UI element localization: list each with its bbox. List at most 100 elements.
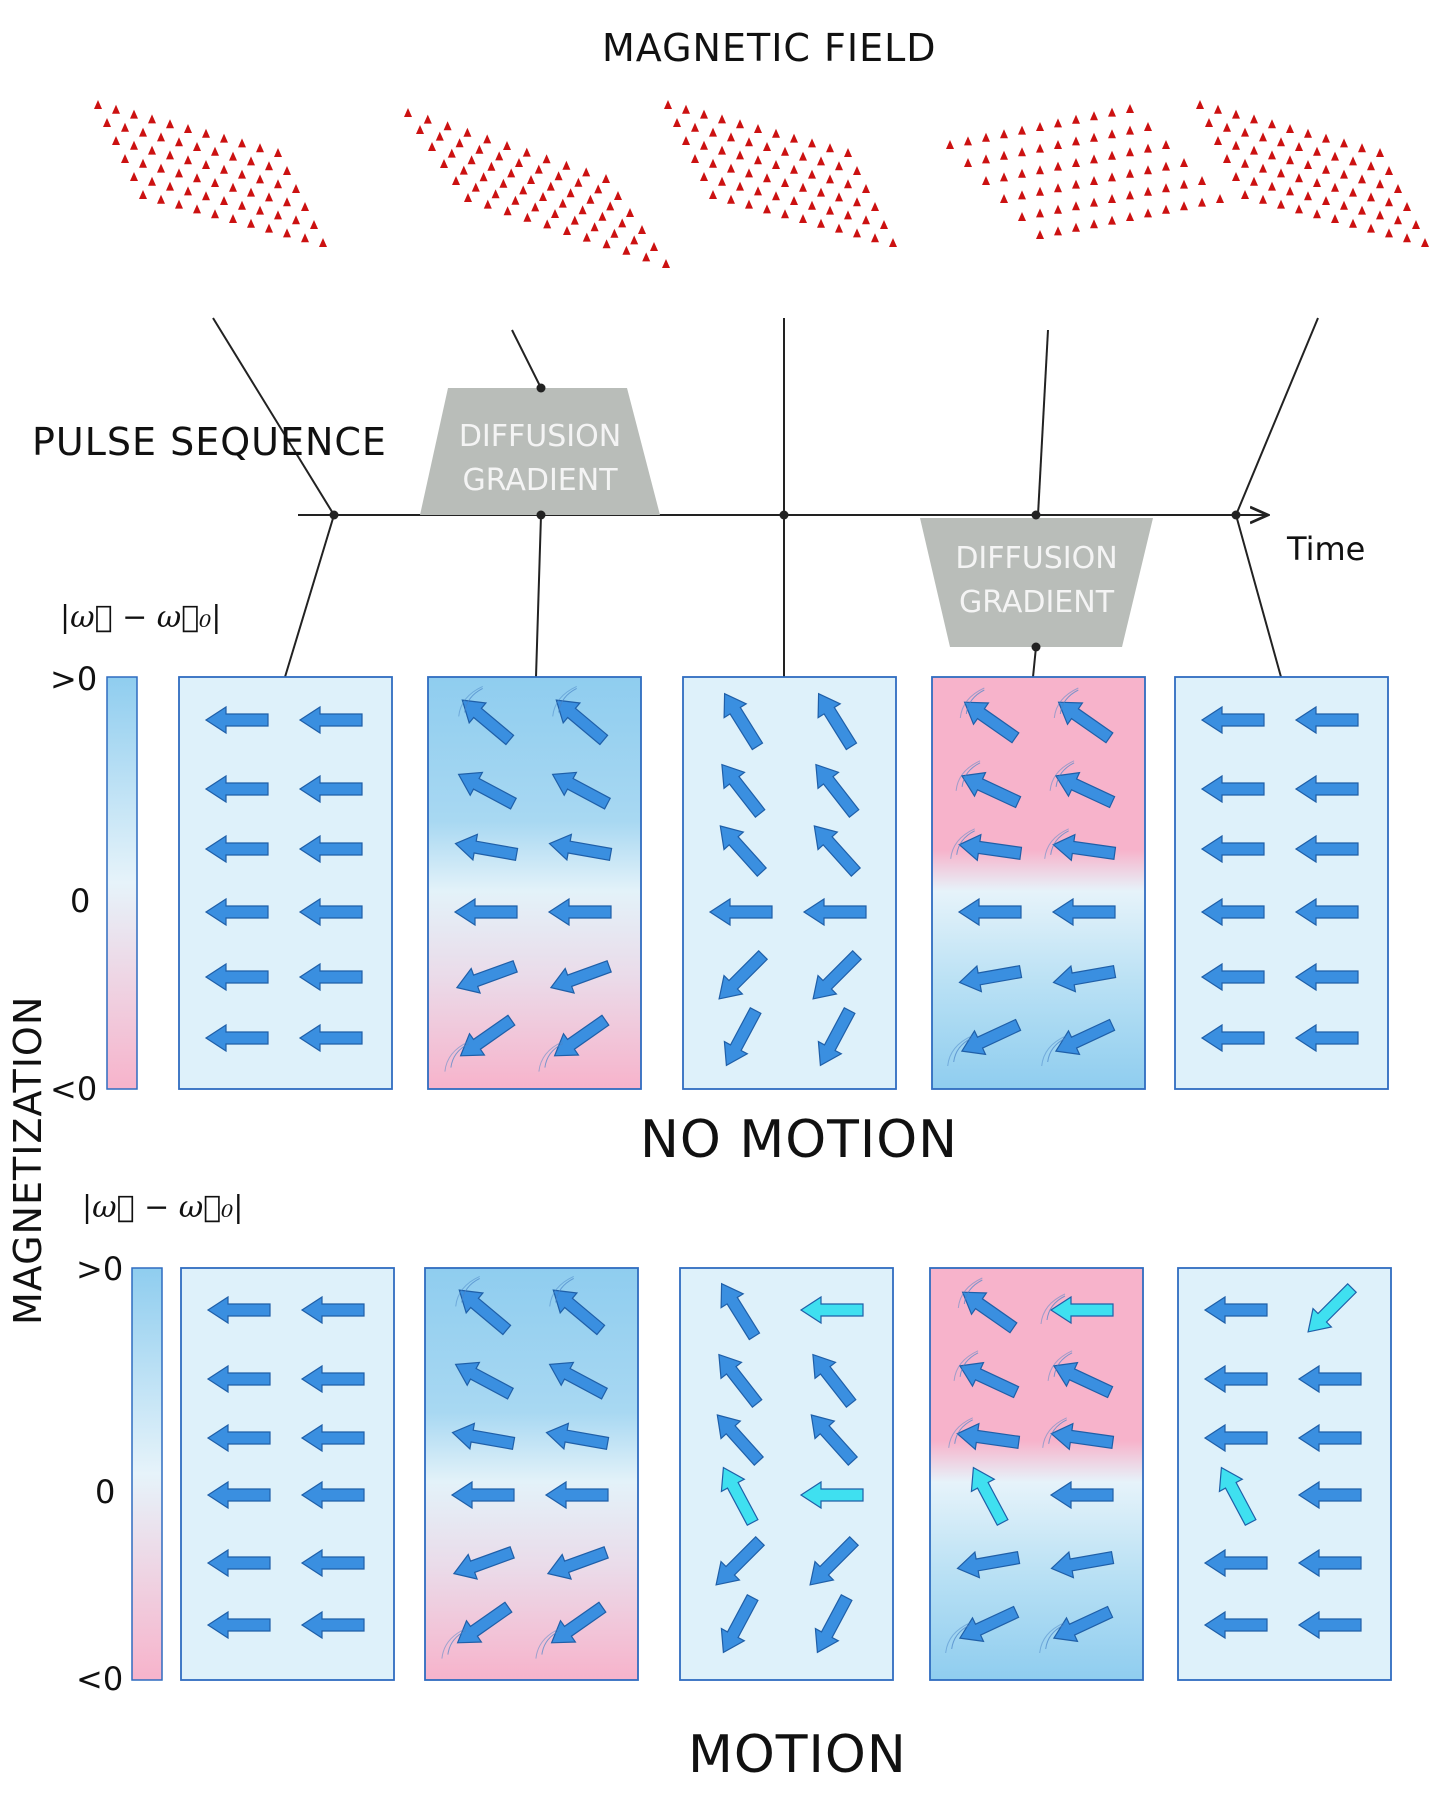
field-arrow-head [763, 142, 771, 151]
field-arrow-head [1054, 226, 1062, 236]
spin-arrow [552, 1289, 606, 1336]
precession-trace [1039, 1622, 1064, 1654]
field-arrow-head [1250, 145, 1258, 155]
precession-trace [959, 1352, 979, 1377]
field-arrow-head [1018, 125, 1026, 135]
field-arrow-head [283, 228, 291, 238]
field-arrow-head [238, 200, 246, 210]
field-arrow-head [1126, 125, 1134, 135]
field-arrow-head [862, 184, 870, 193]
precession-trace [1045, 1624, 1064, 1650]
spin-arrow [1203, 1364, 1268, 1394]
field-arrow-head [1072, 201, 1080, 211]
field-arrow-head [1162, 140, 1170, 149]
field-arrow-head [817, 156, 825, 166]
field-arrow-head [772, 191, 780, 201]
field-arrow-head [808, 200, 816, 210]
field-arrow-head [292, 215, 300, 225]
field-arrow-head [1180, 179, 1188, 189]
field-arrow-head [283, 166, 291, 175]
spin-arrow [1200, 962, 1265, 992]
precession-trace [441, 1628, 467, 1659]
precession-trace [544, 1043, 564, 1068]
precession-trace [1059, 689, 1079, 715]
scale-bottom-lt0: <0 [76, 1660, 124, 1698]
field-arrow-head [1322, 164, 1330, 174]
field-arrow-head [130, 109, 138, 119]
spin-arrow [817, 1006, 856, 1067]
field-arrow-head [265, 161, 273, 171]
field-arrow-head [763, 173, 771, 183]
field-arrow-head [602, 239, 611, 249]
spin-arrow [1294, 962, 1359, 992]
magnetization-panels [178, 676, 1392, 1681]
field-arrow-head [157, 194, 165, 204]
field-arrow-head [781, 178, 789, 187]
field-arrow-head [1385, 228, 1393, 238]
field-arrow-head [594, 184, 603, 194]
precession-trace [1047, 1037, 1066, 1063]
spin-arrow [204, 897, 269, 927]
field-arrow-head [511, 195, 520, 205]
field-arrow-head [889, 238, 897, 247]
field-arrow-head [826, 174, 834, 184]
field-arrow-head [211, 209, 219, 219]
field-arrow-head [1349, 156, 1357, 166]
field-arrow-head [1403, 202, 1411, 211]
field-arrow-head [238, 169, 246, 179]
precession-trace [948, 1417, 973, 1448]
diffusion-gradient-label-1: DIFFUSION GRADIENT [420, 415, 660, 503]
spin-arrow [456, 1601, 513, 1644]
field-arrow-head [772, 128, 780, 138]
field-arrow-head [790, 164, 798, 174]
spin-arrow [298, 834, 363, 864]
diffusion-gradient-pulse-1 [420, 388, 660, 515]
panel-no-motion-5 [1174, 676, 1389, 1090]
spin-arrow [553, 1014, 610, 1057]
precession-trace [1046, 1295, 1066, 1321]
diffusion-gradient-label-2: DIFFUSION GRADIENT [920, 537, 1153, 625]
field-arrow-head [292, 184, 300, 193]
magnetization-axis-label: MAGNETIZATION [6, 995, 50, 1325]
field-arrow-head [247, 218, 255, 228]
field-arrow-head [229, 182, 237, 192]
field-arrow-head [835, 223, 843, 233]
field-arrow-head [139, 190, 147, 199]
field-arrow-head [835, 192, 843, 202]
spin-arrow [812, 1353, 857, 1408]
field-arrow-head [745, 168, 753, 178]
moved-spin-arrow [1218, 1466, 1257, 1527]
spin-arrow [1050, 1550, 1115, 1579]
field-arrow-head [519, 185, 528, 195]
field-arrow-head [1090, 197, 1098, 207]
field-arrow-head [1144, 186, 1152, 196]
field-arrow-head [853, 197, 861, 207]
pulse-sequence-label: PULSE SEQUENCE [32, 420, 387, 464]
spin-arrow [1203, 1295, 1268, 1325]
field-arrow-head [1340, 169, 1348, 179]
field-arrow-head [157, 132, 165, 142]
field-arrow-head [184, 124, 192, 133]
field-arrow-head [709, 158, 717, 168]
spin-arrow [810, 1414, 859, 1466]
field-arrow-head [274, 148, 282, 157]
field-arrow-head [880, 220, 888, 229]
field-arrow-head [610, 228, 619, 238]
field-arrow-head [1232, 172, 1240, 181]
field-arrow-head [1144, 165, 1152, 175]
field-arrow-head [1090, 132, 1098, 142]
moved-spin-arrow [799, 1480, 864, 1510]
field-arrow-head [1304, 191, 1312, 201]
field-arrow-head [184, 186, 192, 196]
field-arrow-head [582, 167, 591, 177]
precession-trace [1044, 828, 1069, 859]
spin-arrow [206, 1423, 271, 1453]
field-arrow-head [1331, 182, 1339, 192]
field-arrow-head [423, 114, 432, 124]
precession-trace [1053, 1352, 1073, 1377]
field-arrow-head [148, 114, 156, 124]
field-arrow-head [301, 233, 309, 243]
spin-arrow [957, 897, 1022, 927]
field-arrow-head [718, 114, 726, 124]
